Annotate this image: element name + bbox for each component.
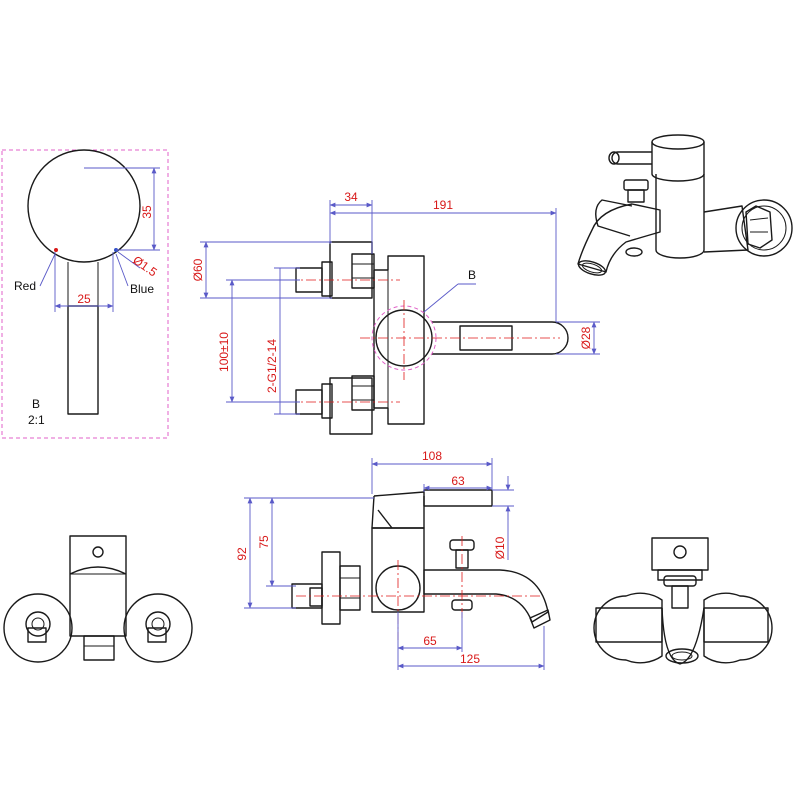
front-handle-cap: [371, 495, 425, 529]
right-view-left-flange: [593, 592, 663, 664]
wall-flange-3d: [735, 199, 793, 257]
dim-92: 92: [235, 547, 249, 561]
dim-34: 34: [344, 190, 358, 204]
left-flange: [3, 593, 73, 663]
right-flange: [123, 593, 193, 663]
right-view-right-flange: [703, 592, 773, 664]
detail-view-b: 35 25 Ø1.5 Red Blue B 2:1: [1, 149, 169, 439]
detail-view-name: B: [32, 397, 40, 411]
detail-lever-stem: [67, 305, 99, 415]
front-view: 108 63 92 75 Ø10 65 125: [235, 449, 551, 670]
detail-frame: [1, 149, 169, 439]
dim-75: 75: [257, 535, 271, 549]
dim-flange-diameter: Ø60: [191, 258, 205, 281]
dim-inlet-spacing: 100±10: [217, 332, 231, 372]
front-lever: [423, 489, 493, 507]
dim-35: 35: [140, 205, 154, 219]
lever-handle-top: [432, 321, 569, 355]
front-flange: [321, 551, 341, 625]
right-view-spout-outlet: [665, 648, 699, 664]
dim-191: 191: [433, 198, 453, 212]
mixer-body: [374, 255, 425, 425]
detail-handle-cap: [27, 149, 141, 263]
lower-wall-flange: [329, 377, 373, 435]
label-blue: Blue: [130, 282, 154, 296]
dim-63: 63: [451, 474, 465, 488]
upper-wall-flange: [329, 241, 373, 299]
dim-108: 108: [422, 449, 442, 463]
dim-25: 25: [77, 292, 91, 306]
dim-125: 125: [460, 652, 480, 666]
front-spout: [423, 569, 549, 623]
dim-lever-diameter: Ø28: [579, 326, 593, 349]
detail-scale: 2:1: [28, 413, 45, 427]
right-side-view: [593, 537, 773, 665]
left-side-view: [3, 535, 193, 663]
dim-lever-10: Ø10: [493, 536, 507, 559]
perspective-view: [577, 134, 793, 276]
right-view-body-top: [651, 537, 709, 571]
body-side: [69, 535, 127, 637]
red-indicator-dot: [54, 248, 58, 252]
label-red: Red: [14, 279, 36, 293]
dim-hole-diameter: Ø1.5: [130, 253, 160, 280]
dim-65: 65: [423, 634, 437, 648]
top-view: 34 191 Ø60 100±10 2-G1/2-14 Ø28 B: [191, 190, 600, 435]
handle-cap-3d: [651, 134, 705, 150]
dim-thread-spec: 2-G1/2-14: [265, 339, 279, 393]
callout-b: B: [468, 268, 476, 282]
lever-handle-3d: [611, 151, 652, 165]
